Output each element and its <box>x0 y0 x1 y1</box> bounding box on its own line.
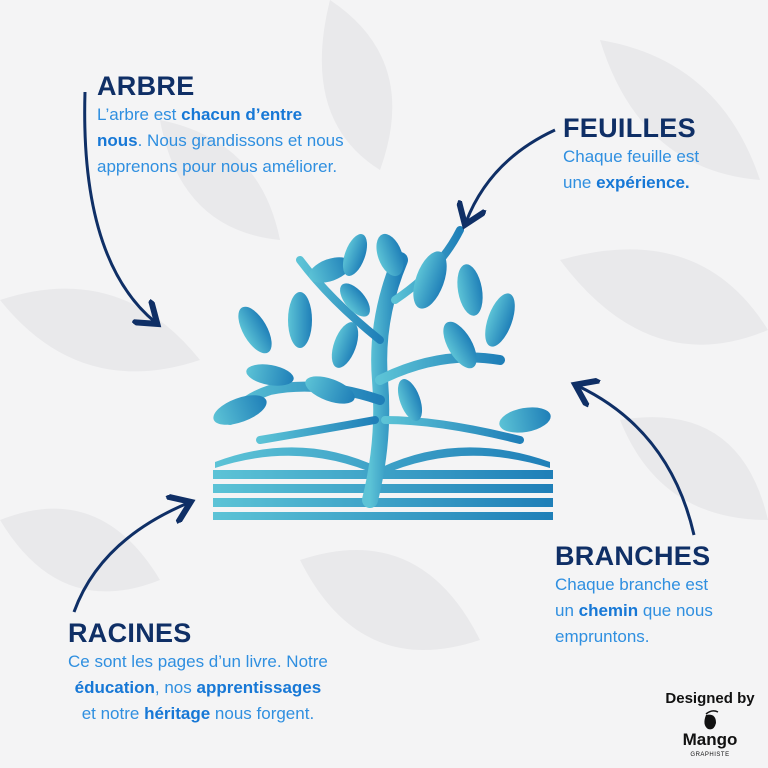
body-text: L’arbre est <box>97 105 182 124</box>
text-line: une expérience. <box>563 170 699 196</box>
body-text: Chaque feuille est <box>563 147 700 166</box>
feuilles-section: FEUILLES Chaque feuille est une expérienc… <box>563 112 699 196</box>
text-line: nous. Nous grandissons et nous <box>97 128 344 154</box>
body-text: , nos <box>154 678 197 697</box>
text-line: empruntons. <box>555 624 713 650</box>
body-text: . Nous grandissons et nous <box>137 131 344 150</box>
body-text: que nous <box>638 601 713 620</box>
racines-arrow <box>72 503 188 613</box>
text-line: un chemin que nous <box>555 598 713 624</box>
text-line: apprenons pour nous améliorer. <box>97 154 344 180</box>
brand-name: Mango <box>682 730 738 749</box>
emphasis-text: expérience. <box>596 173 690 192</box>
feuilles-title: FEUILLES <box>563 113 696 143</box>
feuilles-arrow <box>466 128 556 222</box>
emphasis-text: chacun d’entre <box>181 105 303 124</box>
branches-section: BRANCHES Chaque branche est un chemin que… <box>555 540 713 650</box>
mango-logo-icon <box>704 710 719 730</box>
designer-credit: Designed by Mango GRAPHISTE <box>656 690 764 759</box>
emphasis-text: apprentissages <box>196 678 322 697</box>
racines-section: RACINES Ce sont les pages d’un livre. No… <box>68 617 328 727</box>
text-line: et notre héritage nous forgent. <box>68 701 328 727</box>
text-line: Chaque feuille est <box>563 144 699 170</box>
text-line: L’arbre est chacun d’entre <box>97 102 344 128</box>
text-line: Ce sont les pages d’un livre. Notre <box>68 649 328 675</box>
racines-title: RACINES <box>68 618 192 648</box>
emphasis-text: nous <box>97 131 138 150</box>
emphasis-text: chemin <box>578 601 639 620</box>
body-text: empruntons. <box>555 627 650 646</box>
body-text: Chaque branche est <box>555 575 709 594</box>
body-text: un <box>555 601 579 620</box>
body-text: et notre <box>81 704 145 723</box>
designed-by-label: Designed by <box>665 690 755 707</box>
emphasis-text: éducation <box>74 678 155 697</box>
brand-subtitle: GRAPHISTE <box>690 752 730 758</box>
body-text: apprenons pour nous améliorer. <box>97 157 338 176</box>
branches-text: Chaque branche est un chemin que nous empr… <box>555 572 713 650</box>
branches-arrow <box>578 386 696 536</box>
body-text: nous forgent. <box>210 704 315 723</box>
body-text: Ce sont les pages d’un livre. Notre <box>68 652 328 671</box>
feuilles-text: Chaque feuille est une expérience. <box>563 144 699 196</box>
branches-title: BRANCHES <box>555 541 711 571</box>
text-line: éducation, nos apprentissages <box>68 675 328 701</box>
arbre-title: ARBRE <box>97 71 195 101</box>
emphasis-text: héritage <box>144 704 211 723</box>
text-line: Chaque branche est <box>555 572 713 598</box>
racines-text: Ce sont les pages d’un livre. Notre éduca… <box>68 649 328 727</box>
body-text: une <box>563 173 597 192</box>
arbre-arrow <box>83 91 155 322</box>
